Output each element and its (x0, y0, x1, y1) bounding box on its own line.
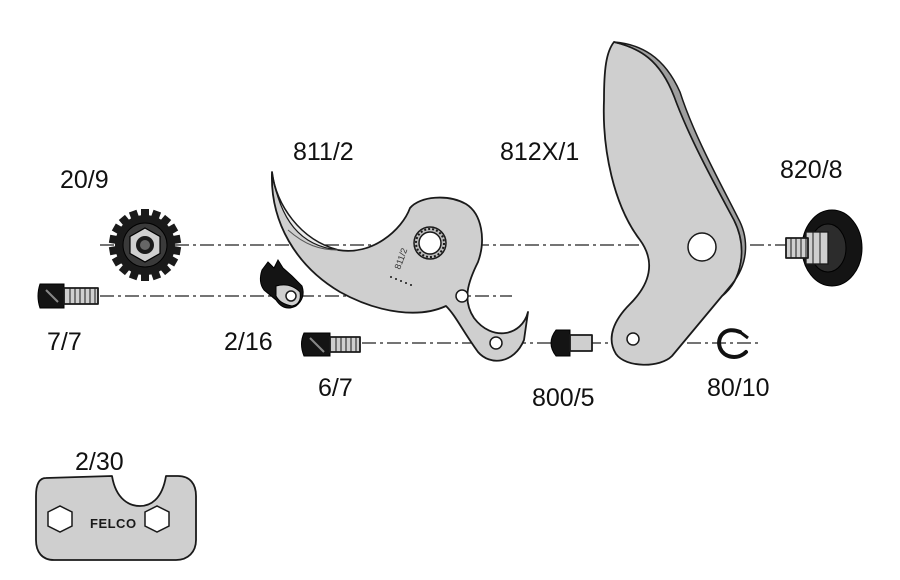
part-labels: 20/9 7/7 2/16 811/2 6/7 812X/1 800/5 80/… (47, 138, 843, 476)
part-80-10-circlip (717, 328, 749, 359)
part-7-7-bolt (37, 283, 99, 309)
part-2-16-lock-plate (259, 258, 304, 309)
label-811-2: 811/2 (293, 138, 354, 166)
part-2-30-spanner: FELCO (35, 475, 197, 561)
spanner-brand-text: FELCO (90, 516, 137, 531)
label-2-30: 2/30 (75, 448, 124, 476)
part-812x-1-counter-blade (602, 41, 747, 366)
part-820-8-nut (785, 209, 863, 287)
label-2-16: 2/16 (224, 328, 273, 356)
label-80-10: 80/10 (707, 374, 770, 402)
part-811-2-blade: 811/2 (271, 171, 529, 362)
part-20-9-nut (108, 209, 182, 281)
label-6-7: 6/7 (318, 374, 353, 402)
label-20-9: 20/9 (60, 166, 109, 194)
part-6-7-bolt (301, 332, 361, 357)
label-7-7: 7/7 (47, 328, 82, 356)
label-820-8: 820/8 (780, 156, 843, 184)
label-800-5: 800/5 (532, 384, 595, 412)
label-812x-1: 812X/1 (500, 138, 579, 166)
part-800-5-pin (550, 329, 593, 357)
